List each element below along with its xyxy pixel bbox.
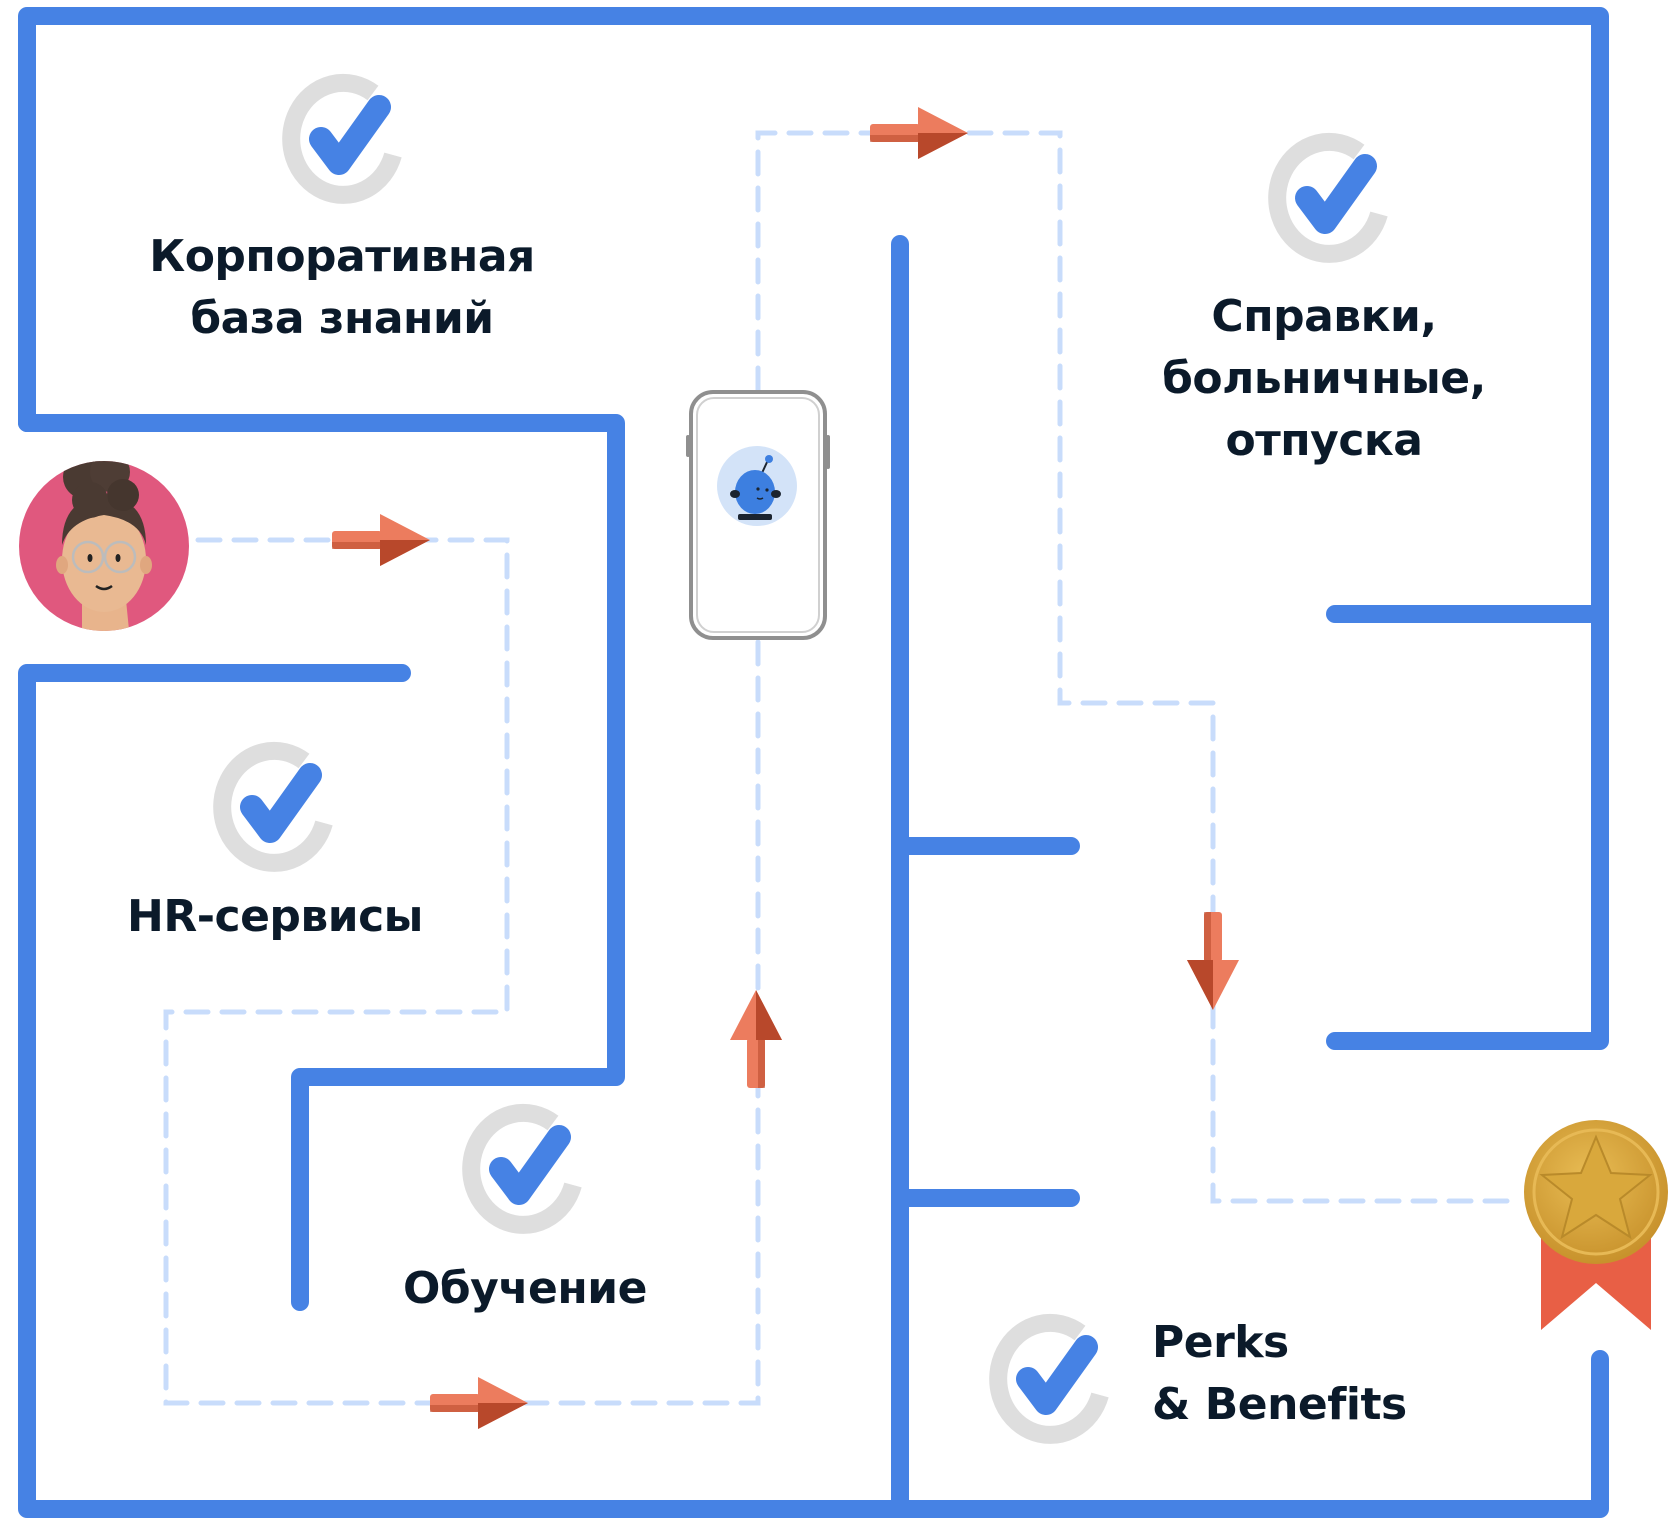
arrow-up-icon — [730, 990, 782, 1088]
arrow-right-icon — [332, 514, 430, 566]
check-circle-icon — [462, 1103, 582, 1234]
check-icons — [213, 73, 1388, 1444]
station-label-certificates: Справки, больничные, отпуска — [1162, 291, 1486, 466]
station-label-hr-services: HR-сервисы — [127, 891, 423, 942]
chatbot-head-icon — [735, 470, 775, 514]
arrow-right-icon — [870, 107, 968, 159]
check-circle-icon — [1268, 132, 1388, 263]
route-arrows — [332, 107, 1239, 1429]
check-circle-icon — [989, 1313, 1109, 1444]
route-segment-1 — [163, 537, 761, 1406]
check-circle-icon — [282, 73, 402, 204]
wall-upper-room — [18, 414, 625, 1311]
station-label-learning: Обучение — [403, 1263, 647, 1314]
arrow-down-icon — [1187, 912, 1239, 1010]
arrow-right-icon — [430, 1377, 528, 1429]
wall-outer-top-right — [18, 7, 1609, 1050]
station-label-knowledge-base: Корпоративная база знаний — [149, 231, 535, 344]
check-circle-icon — [213, 741, 333, 872]
route-path — [163, 130, 1523, 1406]
wall-outer-bottom — [18, 664, 1609, 1518]
medal-star-icon — [1524, 1120, 1668, 1330]
user-avatar — [19, 461, 189, 631]
station-label-perks: Perks & Benefits — [1152, 1317, 1407, 1430]
chatbot-phone-icon — [686, 390, 830, 640]
route-segment-2 — [755, 130, 1523, 1204]
maze-walls — [18, 7, 1609, 1518]
